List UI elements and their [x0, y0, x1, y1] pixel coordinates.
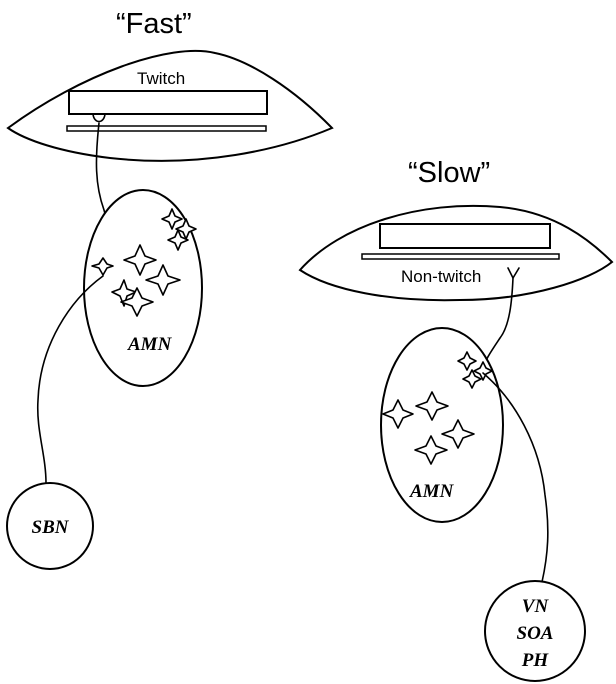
non-twitch-muscle-fiber [298, 204, 614, 302]
slow-panel: “Slow” Non-twitch AMN VN SOA PH [298, 157, 614, 682]
fast-title: “Fast” [116, 8, 192, 40]
fast-amn-label: AMN [127, 334, 173, 355]
motoneuron-star [167, 229, 189, 251]
motoneuron-star [161, 208, 183, 230]
motoneuron-star [111, 279, 137, 307]
motoneuron-star [414, 435, 448, 465]
sbn-projection [36, 275, 104, 484]
motoneuron-star [457, 351, 477, 371]
twitch-endplate [92, 113, 106, 123]
sbn-nucleus [6, 482, 94, 570]
slow-motoneurons [382, 351, 493, 465]
sbn-label: SBN [32, 517, 70, 538]
twitch-fiber-strip [66, 125, 267, 132]
vn-label: VN [522, 596, 550, 617]
twitch-label: Twitch [137, 69, 185, 88]
brainstem-nuclei [484, 580, 586, 682]
soa-label: SOA [517, 623, 554, 644]
motoneuron-star [382, 399, 414, 429]
fast-motoneurons [91, 208, 197, 317]
motoneuron-star [473, 361, 493, 381]
motoneuron-star [145, 264, 181, 296]
motoneuron-star [462, 369, 482, 389]
motoneuron-star [120, 287, 154, 317]
motoneuron-star [441, 419, 475, 449]
motoneuron-star [123, 244, 157, 276]
motoneuron-star [91, 257, 114, 276]
ph-label: PH [521, 650, 550, 671]
twitch-fiber-bar [68, 90, 268, 115]
non-twitch-label: Non-twitch [401, 267, 481, 286]
slow-amn-label: AMN [409, 481, 455, 502]
fast-panel: “Fast” Twitch AMN SBN [6, 8, 334, 570]
slow-title: “Slow” [408, 157, 490, 189]
motoneuron-star [415, 391, 449, 421]
non-twitch-fiber-strip [361, 253, 560, 260]
non-twitch-fiber-bar [379, 223, 551, 249]
brainstem-projection [482, 372, 549, 583]
fast-amn-pool [83, 189, 203, 387]
